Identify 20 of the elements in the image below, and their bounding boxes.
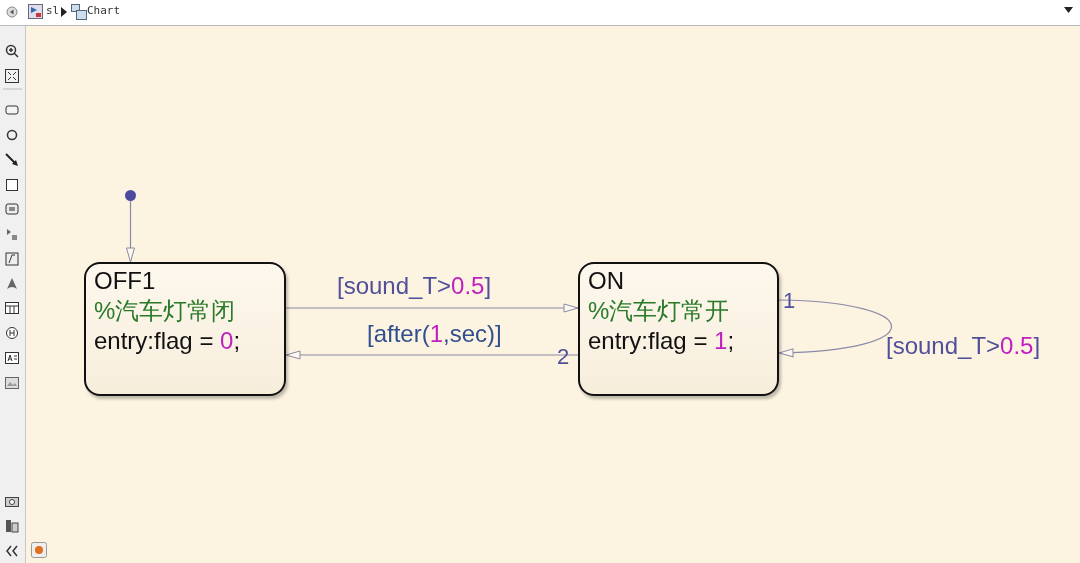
execution-order-number: 2 [557, 343, 570, 371]
transition-label: [sound_T>0.5] [337, 272, 492, 300]
state-name: ON [588, 266, 625, 296]
transition-arrow [285, 350, 579, 360]
transition-arrow [285, 303, 579, 313]
self-loop-arrow [778, 299, 893, 357]
state-name: OFF1 [94, 266, 157, 296]
default-transition-dot [125, 190, 136, 201]
transition-label: [sound_T>0.5] [886, 332, 1041, 360]
comment-text: %汽车灯常开 [588, 296, 731, 326]
breadcrumb-text: Chart [87, 4, 121, 18]
comment-text: %汽车灯常闭 [94, 296, 237, 326]
state-box [84, 262, 286, 396]
state-box [578, 262, 779, 396]
entry-action-text: entry:flag = 0; [94, 326, 242, 356]
breadcrumb-text: sl [46, 4, 60, 18]
execution-order-number: 1 [783, 287, 796, 315]
transition-label: [after(1,sec)] [367, 320, 502, 348]
entry-action-text: entry:flag = 1; [588, 326, 736, 356]
transition-arrow [126, 200, 135, 263]
